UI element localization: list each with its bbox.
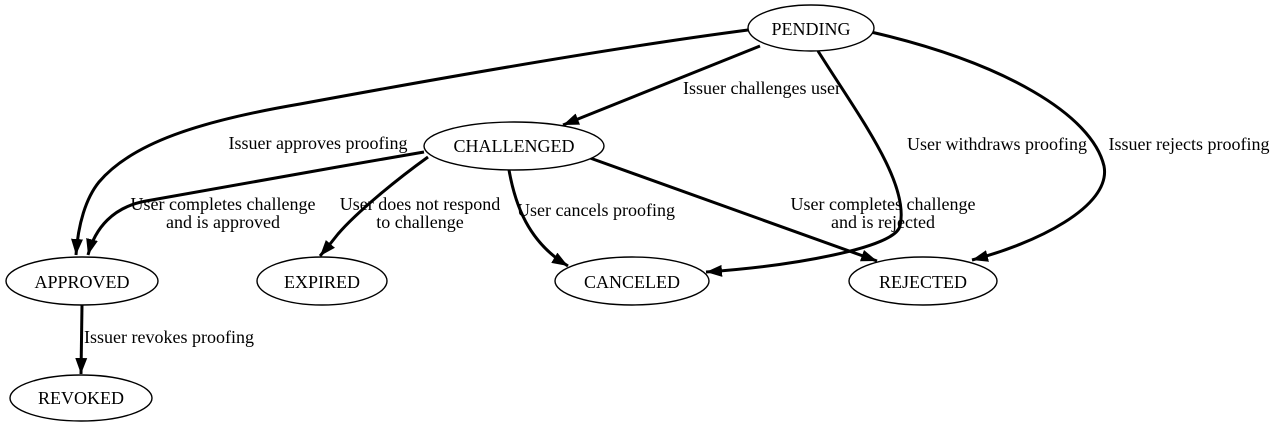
edge-label-challenged-canceled: User cancels proofing (517, 200, 675, 220)
state-node-rejected: REJECTED (848, 256, 998, 306)
edge-label-pending-canceled: User withdraws proofing (907, 134, 1087, 154)
edge-label-challenged-approved-line1: User completes challenge (131, 194, 316, 214)
expired-label: EXPIRED (284, 272, 360, 292)
revoked-ellipse (9, 374, 153, 422)
node-layer: PENDING CHALLENGED APPROVED EXPIRED CANC… (5, 4, 998, 422)
challenged-ellipse (423, 121, 605, 171)
edge-label-pending-rejected: Issuer rejects proofing (1109, 134, 1270, 154)
challenged-label: CHALLENGED (454, 136, 575, 156)
edge-challenged-canceled (507, 169, 569, 268)
state-node-approved: APPROVED (5, 256, 159, 306)
state-node-revoked: REVOKED (9, 374, 153, 422)
canceled-label: CANCELED (584, 272, 680, 292)
state-node-expired: EXPIRED (256, 256, 388, 306)
canceled-ellipse (554, 256, 710, 306)
edge-pending-challenged (562, 44, 761, 127)
rejected-label: REJECTED (879, 272, 967, 292)
state-node-pending: PENDING (747, 4, 875, 52)
edge-label-pending-approved: Issuer approves proofing (229, 133, 408, 153)
edge-label-challenged-expired-line1: User does not respond (340, 194, 500, 214)
edge-layer (71, 28, 1106, 375)
edge-label-layer: Issuer challenges user Issuer approves p… (84, 78, 1269, 347)
pending-label: PENDING (772, 19, 851, 39)
edge-label-pending-challenged: Issuer challenges user (683, 78, 841, 98)
edge-label-challenged-rejected-line2: and is rejected (831, 212, 935, 232)
edge-label-challenged-expired-line2: to challenge (376, 212, 463, 232)
edge-pending-canceled (705, 50, 903, 277)
edge-challenged-rejected (589, 156, 878, 263)
pending-ellipse (747, 4, 875, 52)
edge-challenged-expired (318, 155, 429, 257)
revoked-label: REVOKED (38, 388, 124, 408)
edge-pending-rejected (870, 30, 1106, 262)
edge-approved-revoked (75, 304, 88, 375)
expired-ellipse (256, 256, 388, 306)
approved-label: APPROVED (34, 272, 129, 292)
edge-pending-approved (71, 28, 749, 256)
state-node-canceled: CANCELED (554, 256, 710, 306)
edge-label-approved-revoked: Issuer revokes proofing (84, 327, 254, 347)
edge-challenged-approved (86, 150, 425, 256)
edge-label-challenged-approved-line2: and is approved (166, 212, 280, 232)
rejected-ellipse (848, 256, 998, 306)
approved-ellipse (5, 256, 159, 306)
state-node-challenged: CHALLENGED (423, 121, 605, 171)
edge-label-challenged-rejected-line1: User completes challenge (791, 194, 976, 214)
